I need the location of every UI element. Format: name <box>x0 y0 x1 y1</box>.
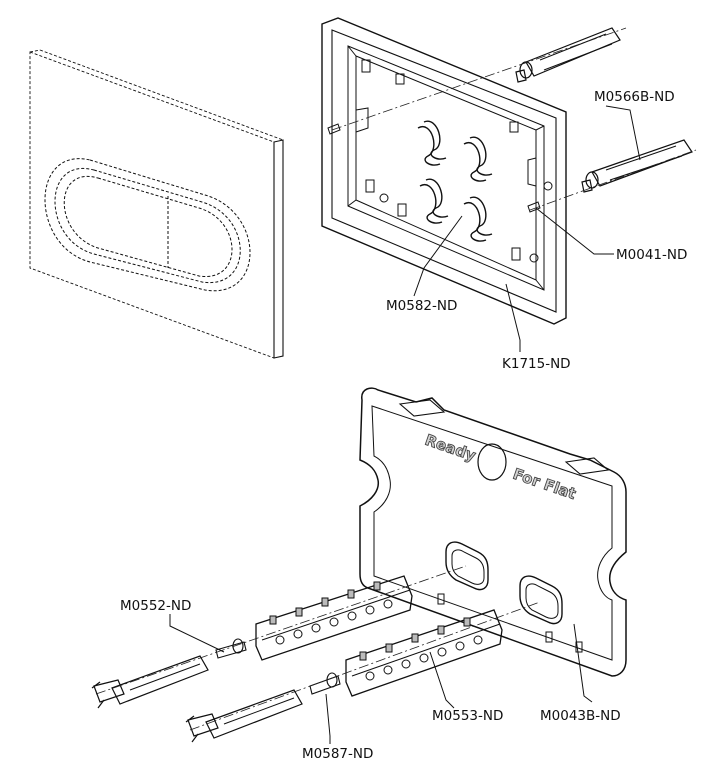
wall-plugs <box>91 655 303 743</box>
mounting-bolts <box>515 27 693 193</box>
flat-template: Ready For Flat <box>359 387 627 677</box>
screws <box>215 638 341 695</box>
label-k1715-nd: K1715-ND <box>502 356 571 372</box>
ready-text: Ready <box>423 431 479 465</box>
flush-plate <box>29 49 284 359</box>
label-m0587-nd: M0587-ND <box>302 746 373 762</box>
for-flat-text: For Flat <box>511 465 579 503</box>
label-m0041-nd: M0041-ND <box>616 247 687 263</box>
label-m0043b-nd: M0043B-ND <box>540 708 621 724</box>
anchor-strips <box>255 575 503 697</box>
label-m0553-nd: M0553-ND <box>432 708 503 724</box>
mounting-frame <box>321 17 567 325</box>
label-m0566b-nd: M0566B-ND <box>594 89 675 105</box>
label-m0582-nd: M0582-ND <box>386 298 457 314</box>
leader-lines <box>169 105 641 744</box>
label-m0552-nd: M0552-ND <box>120 598 191 614</box>
